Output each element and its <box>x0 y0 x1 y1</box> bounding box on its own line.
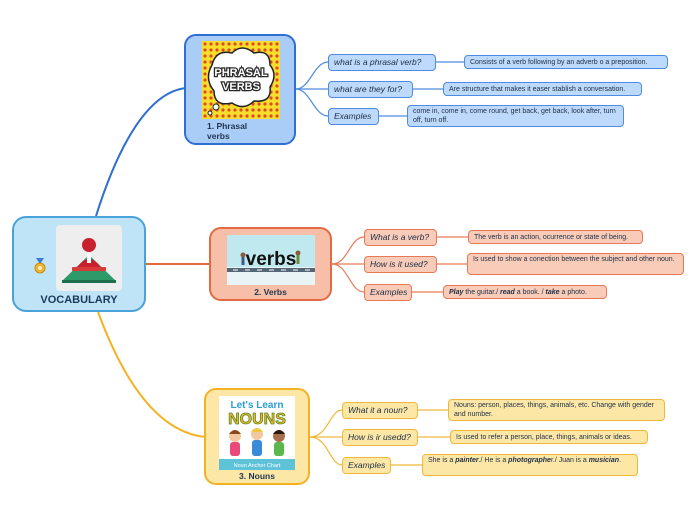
teacher-icon <box>62 238 116 283</box>
answer-nouns-examples[interactable]: She is a painter./ He is a photographer.… <box>422 454 638 476</box>
question-what-is-a-noun[interactable]: What it a noun? <box>342 402 418 419</box>
question-what-is-phrasal-verb[interactable]: what is a phrasal verb? <box>328 54 436 71</box>
example-musician: musician <box>588 457 620 464</box>
example-read: read <box>500 289 515 296</box>
answer-how-is-noun-used[interactable]: Is used to refer a person, place, things… <box>450 430 648 444</box>
link-root-phrasal <box>95 87 187 217</box>
example-play: Play <box>449 289 464 296</box>
root-image <box>56 225 122 291</box>
nouns-image: Let's Learn NOUNS Noun Anchor Chart <box>219 396 295 470</box>
example-text-3: a photo. <box>559 289 587 296</box>
nouns-image-text-3: Noun Anchor Chart <box>234 463 281 469</box>
example-text-1: the guitar./ <box>463 289 500 296</box>
nouns-image-text-1: Let's Learn <box>231 400 284 411</box>
root-node-vocabulary[interactable]: VOCABULARY <box>12 216 146 312</box>
example-text-d: . <box>619 457 622 464</box>
example-text-2: a book. / <box>514 289 546 296</box>
phrasal-image-text-1: PHRASAL <box>214 67 267 79</box>
link-root-nouns <box>97 311 207 438</box>
phrasal-image-text-2: VERBS <box>222 81 260 93</box>
example-text-a: She is a <box>428 457 456 464</box>
verbs-image-text: verbs <box>246 249 297 270</box>
question-what-is-a-verb[interactable]: What is a verb? <box>364 229 437 246</box>
phrasal-verbs-image: PHRASAL VERBS <box>202 41 280 119</box>
answer-verbs-examples[interactable]: Play the guitar./ read a book. / take a … <box>443 285 607 299</box>
nouns-kids-icon: Let's Learn NOUNS Noun Anchor Chart <box>219 400 295 470</box>
topic-label-nouns: 3. Nouns <box>239 471 275 481</box>
question-how-is-noun-used[interactable]: How is ir usedd? <box>342 429 418 446</box>
answer-how-is-it-used[interactable]: Is used to show a conection between the … <box>467 253 684 275</box>
verbs-scene-icon: verbs <box>227 249 315 285</box>
example-painter: painter <box>455 457 479 464</box>
nouns-image-text-2: NOUNS <box>228 411 286 428</box>
comic-burst-icon: PHRASAL VERBS <box>202 41 280 119</box>
answer-phrasal-examples[interactable]: come in, come in, come round, get back, … <box>407 105 624 127</box>
medal-icon <box>34 258 46 274</box>
question-phrasal-examples[interactable]: Examples <box>328 108 379 125</box>
answer-what-is-a-noun[interactable]: Nouns: person, places, things, animals, … <box>448 399 665 421</box>
question-verbs-examples[interactable]: Examples <box>364 284 412 301</box>
answer-what-are-they-for[interactable]: Are structure that makes it easer stabli… <box>443 82 642 96</box>
topic-node-verbs[interactable]: verbs 2. Verbs <box>209 227 332 301</box>
answer-what-is-a-verb[interactable]: The verb is an action, ocurrence or stat… <box>468 230 643 244</box>
example-text-c: r./ Juan is a <box>550 457 589 464</box>
question-nouns-examples[interactable]: Examples <box>342 457 391 474</box>
topic-node-phrasal-verbs[interactable]: PHRASAL VERBS 1. Phrasal verbs <box>184 34 296 145</box>
question-what-are-they-for[interactable]: what are they for? <box>328 81 413 98</box>
topic-label-phrasal-verbs: 1. Phrasal verbs <box>207 121 248 141</box>
topic-node-nouns[interactable]: Let's Learn NOUNS Noun Anchor Chart 3. N… <box>204 388 310 485</box>
root-label: VOCABULARY <box>40 294 118 306</box>
example-text-b: ./ He is a <box>478 457 509 464</box>
example-take: take <box>545 289 560 296</box>
topic-label-verbs: 2. Verbs <box>254 287 287 297</box>
verbs-image: verbs <box>227 235 315 285</box>
answer-what-is-phrasal-verb[interactable]: Consists of a verb following by an adver… <box>464 55 668 69</box>
question-how-is-it-used[interactable]: How is it used? <box>364 256 437 273</box>
example-photographer: photographe <box>508 457 551 464</box>
